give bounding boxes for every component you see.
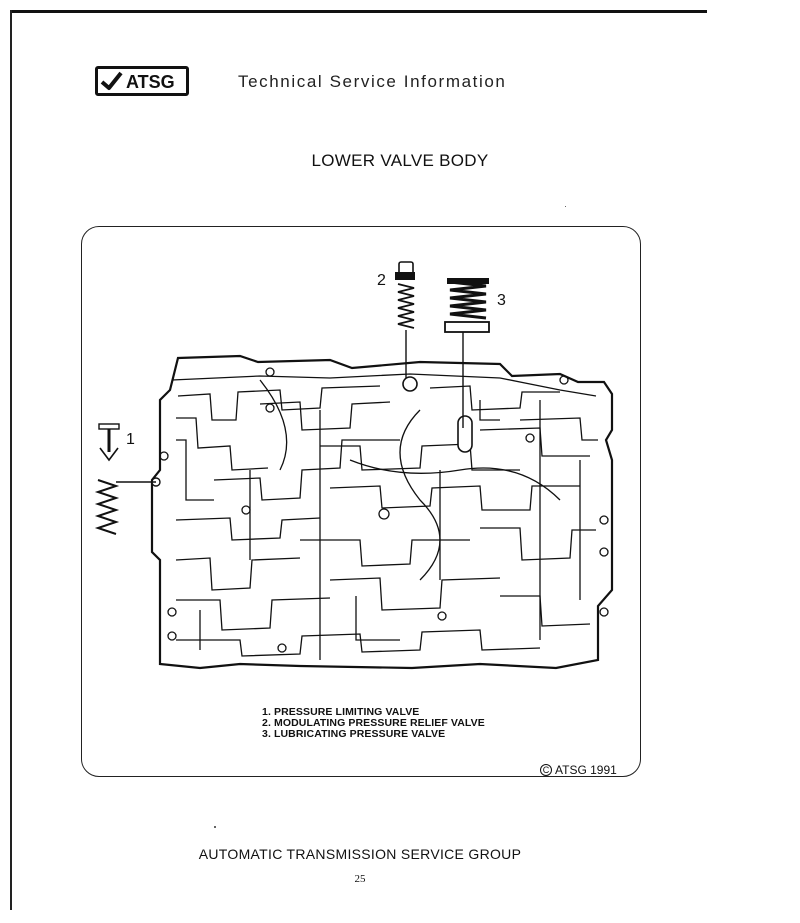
modulating-pressure-relief-valve bbox=[395, 261, 415, 378]
checkmark-logo-icon: ATSG bbox=[100, 71, 175, 92]
callout-1-label: 1 bbox=[126, 431, 135, 448]
callout-2-label: 2 bbox=[377, 272, 386, 289]
lubricating-pressure-valve bbox=[444, 278, 490, 428]
diagram-legend: 1. PRESSURE LIMITING VALVE 2. MODULATING… bbox=[262, 707, 485, 740]
copyright-text: ATSG 1991 bbox=[555, 763, 617, 777]
diagram-frame bbox=[81, 226, 641, 777]
scan-speck bbox=[565, 206, 566, 207]
legend-item-lubricating-pressure-valve: 3. LUBRICATING PRESSURE VALVE bbox=[262, 728, 446, 740]
top-border-rule bbox=[10, 10, 707, 13]
page-number: 25 bbox=[354, 873, 366, 885]
valve-3-bore bbox=[457, 415, 473, 453]
atsg-logo: ATSG bbox=[95, 66, 189, 96]
valve-body-plate bbox=[150, 354, 614, 670]
left-border-rule bbox=[10, 10, 12, 910]
scan-speck bbox=[214, 826, 216, 828]
header-title: Technical Service Information bbox=[238, 72, 507, 91]
valve-body-ports bbox=[159, 367, 609, 653]
pressure-limiting-valve bbox=[94, 423, 156, 535]
legend-item-modulating-pressure-relief-valve: 2. MODULATING PRESSURE RELIEF VALVE bbox=[262, 717, 485, 729]
section-title: LOWER VALVE BODY bbox=[311, 151, 489, 170]
valve-2-bore bbox=[402, 376, 418, 392]
logo-text: ATSG bbox=[126, 72, 175, 92]
valve-body-channels bbox=[171, 373, 598, 660]
footer-organization: AUTOMATIC TRANSMISSION SERVICE GROUP bbox=[198, 846, 522, 862]
copyright-icon: C bbox=[540, 764, 552, 776]
legend-item-pressure-limiting-valve: 1. PRESSURE LIMITING VALVE bbox=[262, 706, 420, 718]
copyright-notice: C ATSG 1991 bbox=[540, 763, 617, 777]
callout-3-label: 3 bbox=[497, 292, 506, 309]
